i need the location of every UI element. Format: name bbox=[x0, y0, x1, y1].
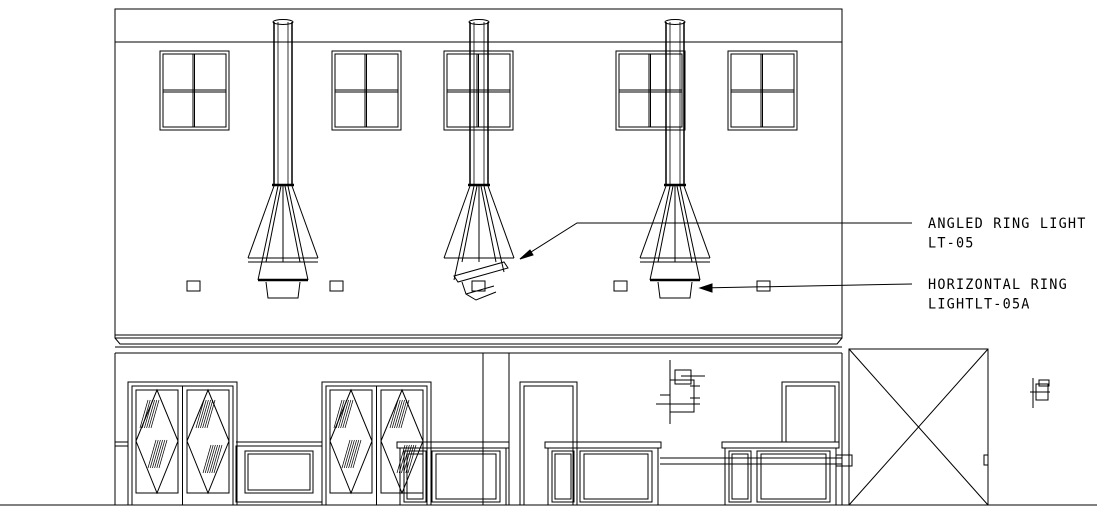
counter bbox=[544, 441, 662, 506]
upper-facade bbox=[114, 8, 843, 354]
wall-lamp bbox=[656, 360, 705, 424]
lower-panels bbox=[235, 445, 323, 503]
annotation-horizontal-ring-light: HORIZONTAL RING LIGHTLT-05A bbox=[928, 275, 1068, 314]
right-door bbox=[781, 381, 840, 443]
window bbox=[615, 50, 686, 131]
wall-vents bbox=[186, 280, 771, 292]
pendant-light-left bbox=[247, 19, 319, 299]
upper-windows bbox=[159, 50, 798, 131]
annotation-horizontal-ring-title: HORIZONTAL RING bbox=[928, 276, 1068, 294]
annotation-angled-ring-code: LT-05 bbox=[928, 234, 975, 252]
pipe bbox=[660, 454, 853, 467]
window bbox=[443, 50, 514, 131]
window bbox=[727, 50, 798, 131]
counter bbox=[721, 441, 840, 506]
counters bbox=[396, 441, 840, 506]
double-door bbox=[127, 381, 238, 506]
annotation-angled-ring-light: ANGLED RING LIGHT LT-05 bbox=[928, 214, 1087, 253]
entrance-doors bbox=[127, 381, 432, 506]
annotation-leaders bbox=[519, 222, 913, 293]
annotation-horizontal-ring-code: LIGHTLT-05A bbox=[928, 295, 1031, 313]
small-wall-fixture bbox=[1030, 378, 1050, 408]
double-door bbox=[321, 381, 432, 506]
counter bbox=[396, 441, 510, 506]
annotation-angled-ring-title: ANGLED RING LIGHT bbox=[928, 215, 1087, 233]
window bbox=[331, 50, 402, 131]
pendant-light-center bbox=[443, 19, 515, 301]
roller-shutter bbox=[848, 348, 989, 506]
pendant-light-right bbox=[639, 19, 711, 299]
window bbox=[159, 50, 230, 131]
